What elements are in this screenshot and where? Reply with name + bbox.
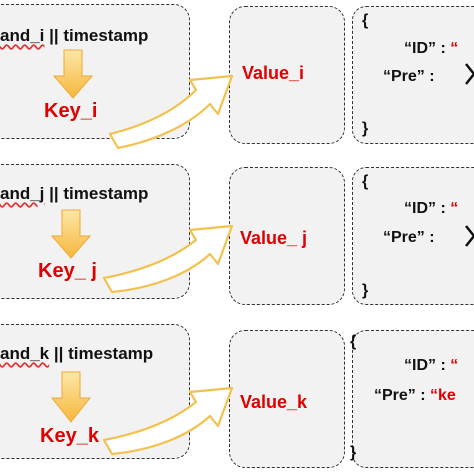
json-pre-key: “Pre” : [374, 387, 426, 404]
source-separator: || [53, 344, 64, 363]
json-box-j [352, 167, 474, 305]
json-id-value: “ [450, 200, 459, 217]
value-box-i [229, 6, 345, 144]
source-separator: || [49, 26, 59, 45]
json-close-brace: } [362, 120, 369, 137]
source-text-k: and_k || timestamp [0, 344, 153, 364]
source-suffix: timestamp [68, 344, 154, 363]
curved-arrow-k [102, 386, 234, 456]
json-box-i [352, 6, 474, 144]
json-id-value: “ [450, 357, 459, 374]
curved-arrow-i [108, 74, 234, 150]
value-box-j [229, 167, 345, 305]
key-label-k: Key_k [40, 425, 99, 447]
source-suffix: timestamp [63, 184, 149, 203]
source-text-j: and_j || timestamp [0, 184, 148, 204]
source-id-part: and_j [0, 184, 45, 203]
json-open-brace: { [362, 173, 369, 190]
value-box-k [229, 330, 345, 468]
down-arrow-k [50, 371, 92, 423]
source-id-part: and_i [0, 26, 45, 45]
json-id-key: “ID” : [404, 200, 446, 217]
source-suffix: timestamp [63, 26, 149, 45]
json-id-value: “ [450, 40, 459, 57]
json-id-line: “ID” : “ [404, 357, 458, 375]
down-arrow-j [50, 209, 92, 259]
json-pre-key: “Pre” : [383, 229, 435, 246]
pre-arrow-i [465, 63, 474, 85]
json-pre-key: “Pre” : [383, 68, 435, 85]
source-id-part: and_k [0, 344, 50, 363]
key-label-i: Key_i [44, 100, 98, 122]
json-close-brace: } [350, 444, 357, 461]
pre-arrow-j [465, 225, 474, 247]
curved-arrow-j [102, 224, 234, 294]
down-arrow-i [52, 49, 94, 99]
value-label-i: Value_i [242, 63, 305, 83]
json-pre-line: “Pre” : “ke [374, 387, 456, 405]
json-id-line: “ID” : “ [404, 200, 458, 218]
value-label-k: Value_k [240, 392, 308, 412]
json-id-key: “ID” : [404, 357, 446, 374]
json-pre-value: “ke [430, 387, 456, 404]
json-id-line: “ID” : “ [404, 40, 458, 58]
json-pre-line: “Pre” : [383, 229, 435, 247]
json-open-brace: { [362, 12, 369, 29]
json-close-brace: } [362, 282, 369, 299]
key-label-j: Key_ j [38, 260, 97, 282]
value-label-j: Value_ j [240, 228, 308, 248]
json-pre-line: “Pre” : [383, 68, 435, 86]
source-separator: || [49, 184, 59, 203]
json-open-brace: { [350, 333, 357, 350]
source-text-i: and_i || timestamp [0, 26, 148, 46]
json-id-key: “ID” : [404, 40, 446, 57]
json-box-k [352, 330, 474, 468]
